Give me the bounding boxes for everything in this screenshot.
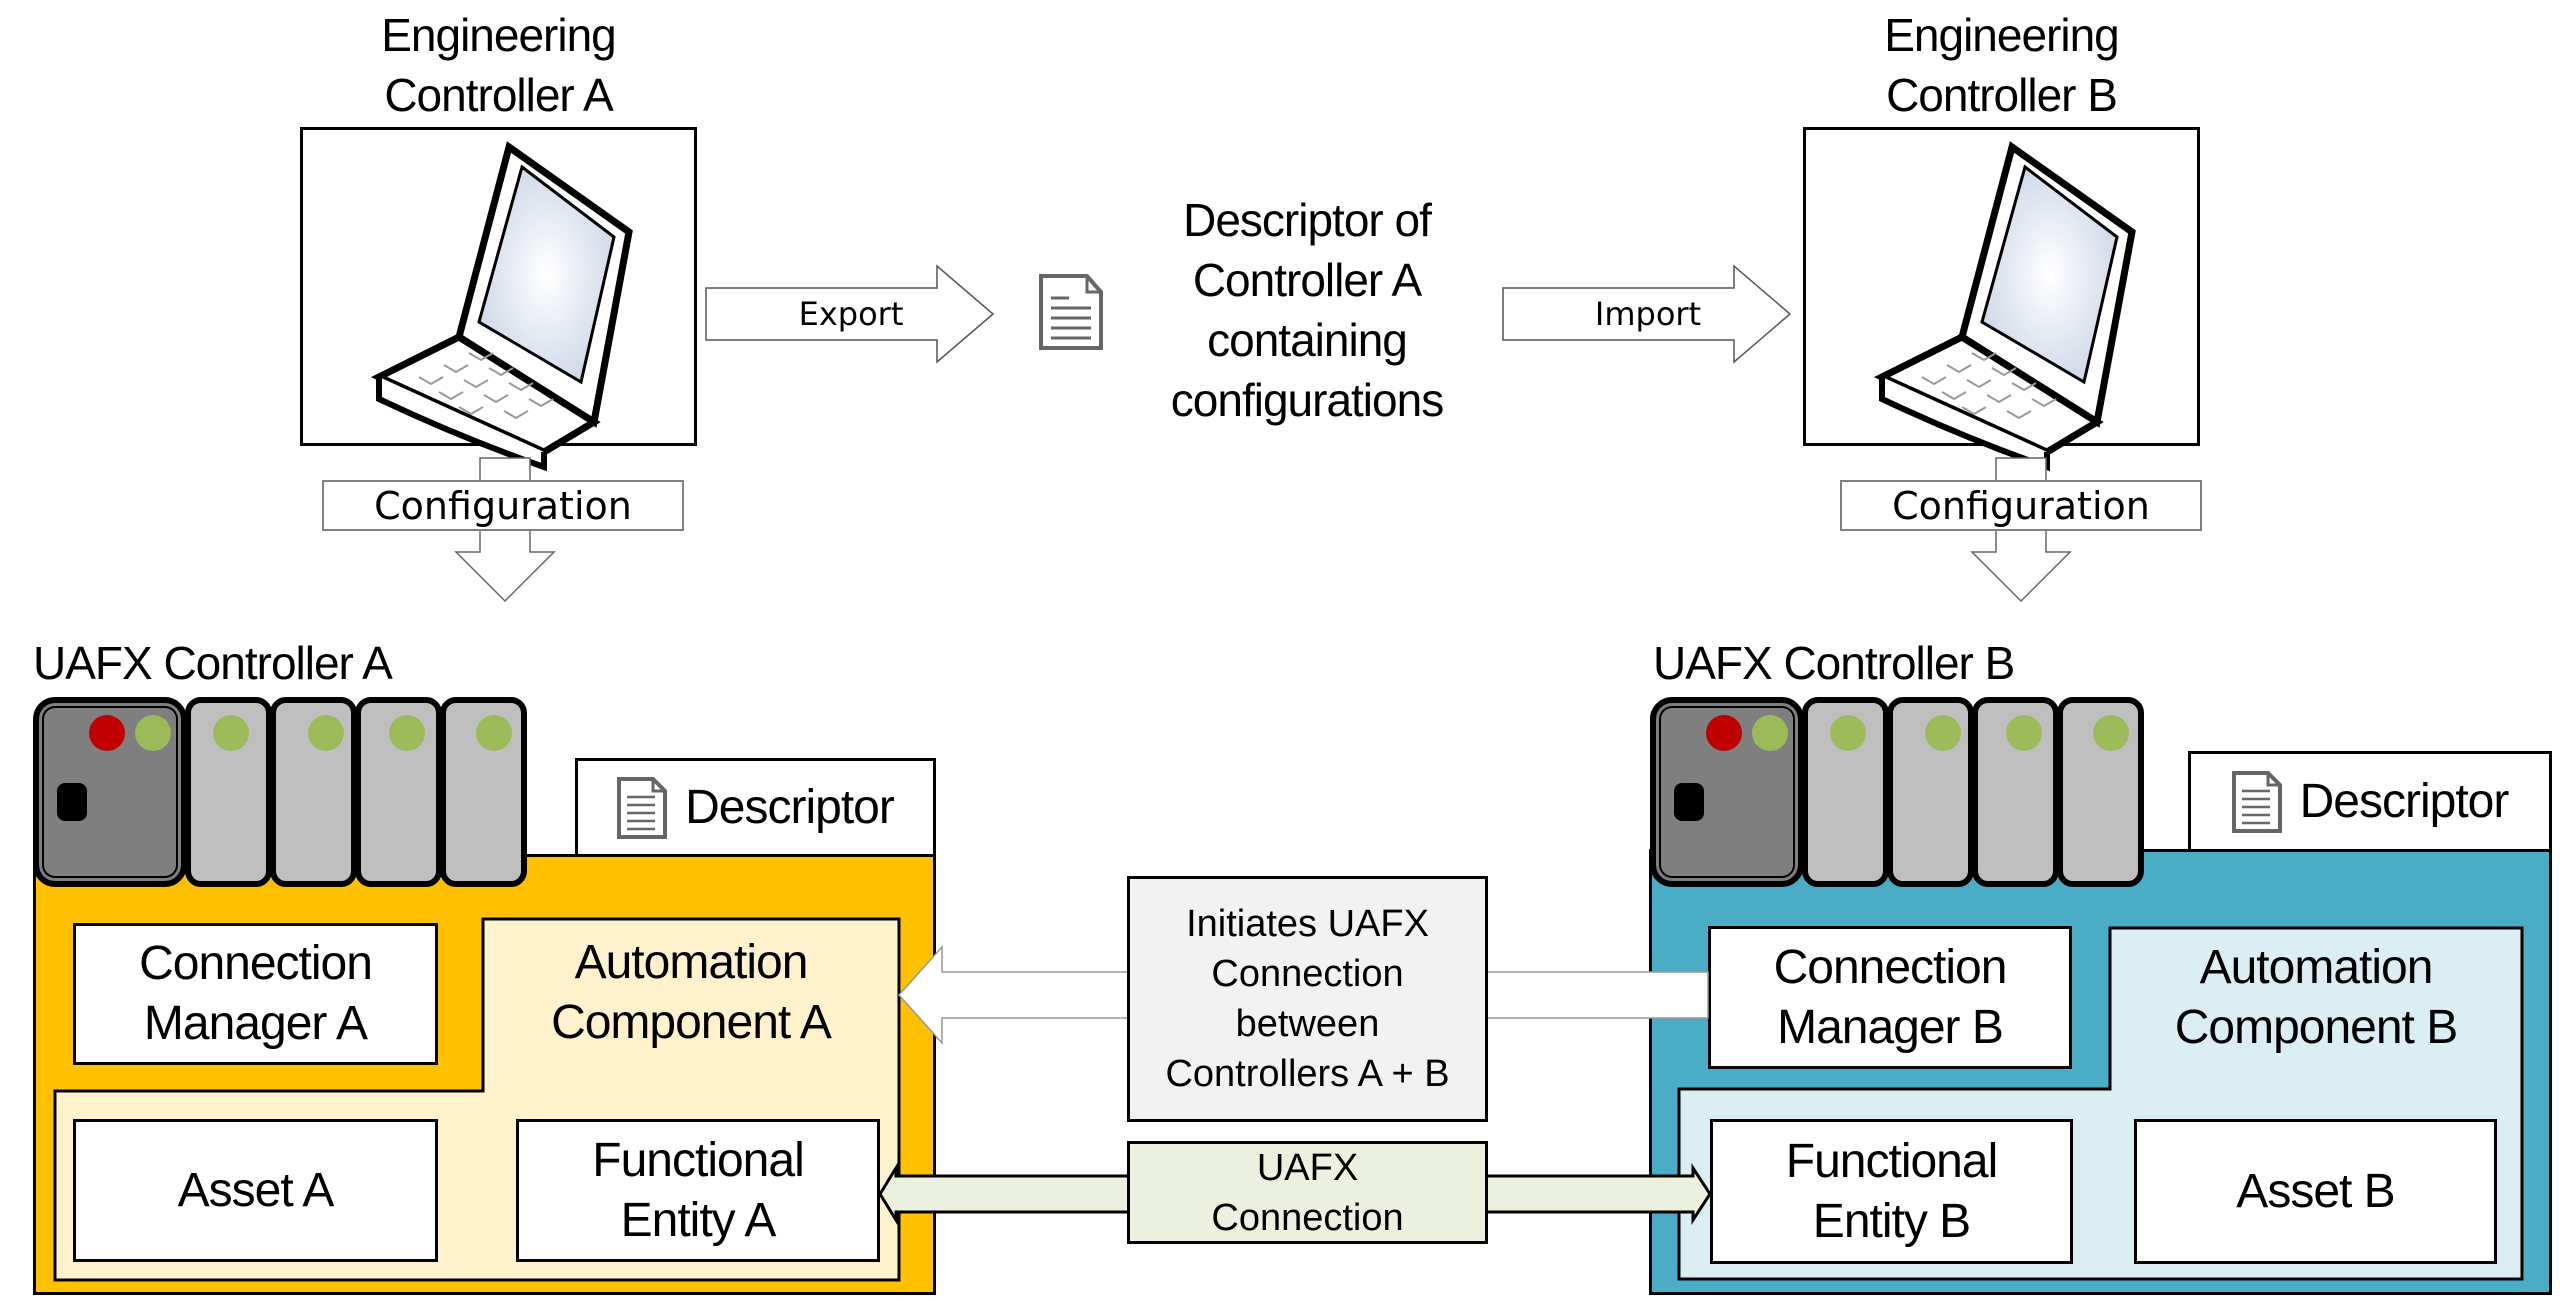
uafx-controller-b-title: UAFX Controller B xyxy=(1653,637,2015,689)
import-arrow: Import xyxy=(1502,264,1792,364)
engineering-controller-b-title: Engineering Controller B xyxy=(1803,5,2200,125)
document-icon xyxy=(2231,770,2282,833)
status-led-green-icon xyxy=(1830,715,1866,751)
port-icon xyxy=(57,783,87,821)
port-icon xyxy=(1674,783,1704,821)
title-line: Controller B xyxy=(1886,69,2118,121)
title-line: Controller A xyxy=(384,69,613,121)
cpu-module xyxy=(1650,697,1804,887)
title-line: Engineering xyxy=(1884,9,2120,61)
document-icon xyxy=(617,776,668,839)
automation-component-b-label: Automation Component B xyxy=(2110,938,2522,1058)
label-line: Initiates UAFX xyxy=(1186,903,1429,945)
status-led-green-icon xyxy=(213,715,249,751)
status-led-green-icon xyxy=(135,715,171,751)
label-line: UAFX xyxy=(1256,1146,1359,1189)
label-line: Functional xyxy=(1785,1134,1998,1188)
descriptor-text-line: Descriptor of xyxy=(1183,194,1432,246)
label-line: Component A xyxy=(551,996,832,1049)
engineering-controller-b-box xyxy=(1803,127,2200,471)
export-label: Export xyxy=(799,295,904,333)
engineering-controller-a-box xyxy=(300,127,697,471)
descriptor-text-line: configurations xyxy=(1170,374,1444,426)
cpu-module xyxy=(33,697,187,887)
descriptor-text-line: Controller A xyxy=(1192,254,1422,306)
controller-b-rack xyxy=(1650,697,2144,887)
controller-a-rack xyxy=(33,697,527,887)
io-module xyxy=(440,697,527,887)
label-line: Entity B xyxy=(1812,1194,1971,1248)
label-line: Entity A xyxy=(620,1193,777,1247)
laptop-icon xyxy=(1873,140,2136,471)
configuration-a-label: Configuration xyxy=(322,480,684,531)
descriptor-text-line: containing xyxy=(1207,314,1408,366)
status-led-green-icon xyxy=(1925,715,1961,751)
status-led-green-icon xyxy=(1752,715,1788,751)
uafx-connection-label: UAFX Connection xyxy=(1127,1141,1488,1244)
functional-entity-b: Functional Entity B xyxy=(1710,1119,2073,1264)
status-led-red-icon xyxy=(1706,715,1742,751)
status-led-green-icon xyxy=(2093,715,2129,751)
descriptor-b-label: Descriptor xyxy=(2299,774,2510,828)
document-icon xyxy=(1039,274,1103,350)
label-line: Automation xyxy=(574,936,809,989)
connection-manager-a: Connection Manager A xyxy=(73,923,438,1065)
label-line: Manager A xyxy=(143,997,368,1050)
label-line: between xyxy=(1235,1003,1380,1045)
import-label: Import xyxy=(1595,295,1701,333)
io-module xyxy=(2057,697,2144,887)
connection-manager-b: Connection Manager B xyxy=(1708,926,2072,1069)
io-module xyxy=(1972,697,2059,887)
configuration-b-label: Configuration xyxy=(1840,480,2202,531)
label-line: Connection xyxy=(139,937,373,990)
label-line: Component B xyxy=(2174,1001,2459,1054)
status-led-green-icon xyxy=(2006,715,2042,751)
asset-a: Asset A xyxy=(73,1119,438,1262)
initiates-connection-label: Initiates UAFX Connection between Contro… xyxy=(1127,876,1488,1122)
descriptor-b-tab: Descriptor xyxy=(2188,751,2552,852)
status-led-green-icon xyxy=(389,715,425,751)
label-line: Functional xyxy=(592,1133,804,1187)
label-line: Connection xyxy=(1211,1196,1404,1239)
uafx-controller-a-title: UAFX Controller A xyxy=(33,637,393,689)
io-module xyxy=(1802,697,1889,887)
status-led-green-icon xyxy=(476,715,512,751)
io-module xyxy=(1887,697,1974,887)
asset-b: Asset B xyxy=(2134,1119,2497,1264)
export-arrow: Export xyxy=(705,264,995,364)
automation-component-a-label: Automation Component A xyxy=(483,933,899,1053)
label-line: Connection xyxy=(1211,953,1404,995)
label-line: Connection xyxy=(1773,940,2008,994)
descriptor-a-tab: Descriptor xyxy=(575,758,936,857)
descriptor-a-label: Descriptor xyxy=(685,780,895,834)
io-module xyxy=(270,697,357,887)
status-led-green-icon xyxy=(308,715,344,751)
title-line: Engineering xyxy=(381,9,617,61)
engineering-controller-a-title: Engineering Controller A xyxy=(300,5,697,125)
io-module xyxy=(355,697,442,887)
laptop-icon xyxy=(370,140,633,471)
label-line: Automation xyxy=(2199,941,2434,994)
io-module xyxy=(185,697,272,887)
label-line: Manager B xyxy=(1777,1000,2004,1054)
status-led-red-icon xyxy=(89,715,125,751)
descriptor-description: Descriptor of Controller A containing co… xyxy=(1107,190,1507,430)
functional-entity-a: Functional Entity A xyxy=(516,1119,880,1262)
label-line: Controllers A + B xyxy=(1165,1053,1450,1095)
